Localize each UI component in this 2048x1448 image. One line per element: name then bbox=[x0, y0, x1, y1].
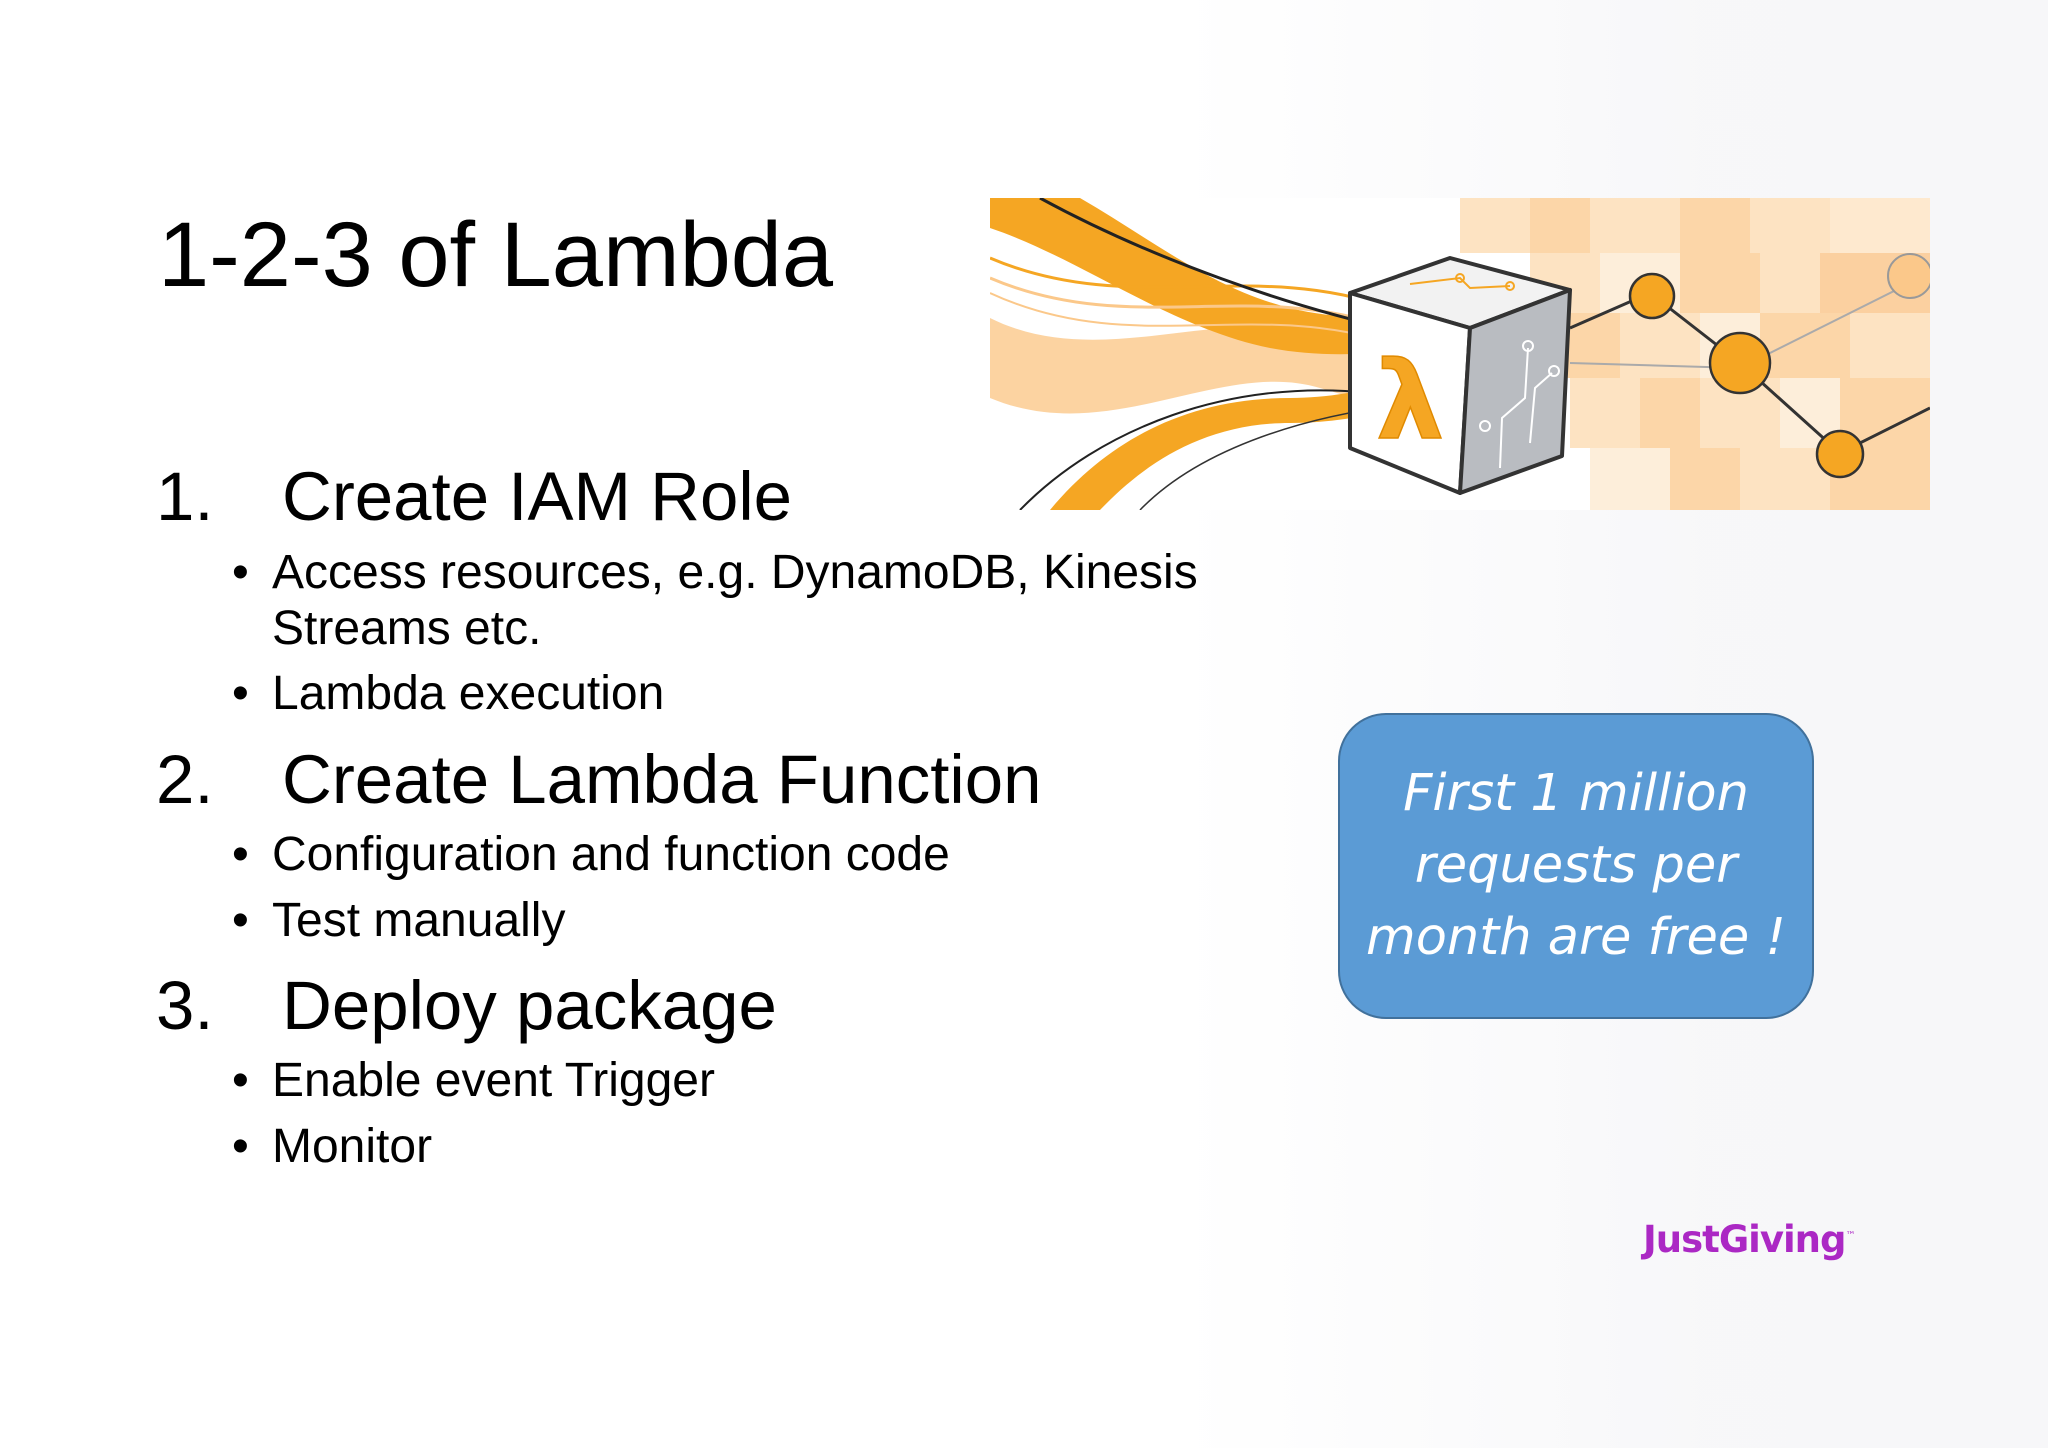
step-number: 3. bbox=[156, 967, 214, 1044]
bullet-dot: • bbox=[232, 546, 249, 599]
bullet-text: Test manually bbox=[272, 894, 566, 947]
bullet-dot: • bbox=[232, 667, 249, 720]
step-label: Create Lambda Function bbox=[282, 741, 1042, 818]
bullet-text: Configuration and function code bbox=[272, 828, 950, 881]
callout-text: First 1 million requests per month are f… bbox=[1366, 764, 1786, 967]
bullet-text: Enable event Trigger bbox=[272, 1054, 715, 1107]
hero-graphic: λ bbox=[990, 198, 1930, 510]
free-tier-callout: First 1 million requests per month are f… bbox=[1338, 713, 1814, 1019]
bullet-dot: • bbox=[232, 828, 249, 881]
step-number: 1. bbox=[156, 458, 214, 535]
bullet-dot: • bbox=[232, 894, 249, 947]
bullet-dot: • bbox=[232, 1120, 249, 1173]
step-label: Create IAM Role bbox=[282, 458, 793, 535]
trademark-mark: ™ bbox=[1845, 1230, 1856, 1242]
lambda-hero-illustration: λ bbox=[990, 198, 1930, 510]
brand-name: JustGiving bbox=[1643, 1218, 1846, 1261]
lambda-cube-icon: λ bbox=[1348, 256, 1572, 495]
bullet-text: Monitor bbox=[272, 1120, 433, 1173]
lambda-symbol: λ bbox=[1376, 339, 1444, 464]
slide-title: 1-2-3 of Lambda bbox=[158, 204, 834, 306]
justgiving-logo: JustGiving™ bbox=[1643, 1218, 1856, 1261]
step-label: Deploy package bbox=[282, 967, 777, 1044]
bullet-text: Access resources, e.g. DynamoDB, Kinesis… bbox=[272, 546, 1198, 655]
step-number: 2. bbox=[156, 741, 214, 818]
bullet-dot: • bbox=[232, 1054, 249, 1107]
bullet-text: Lambda execution bbox=[272, 667, 665, 720]
